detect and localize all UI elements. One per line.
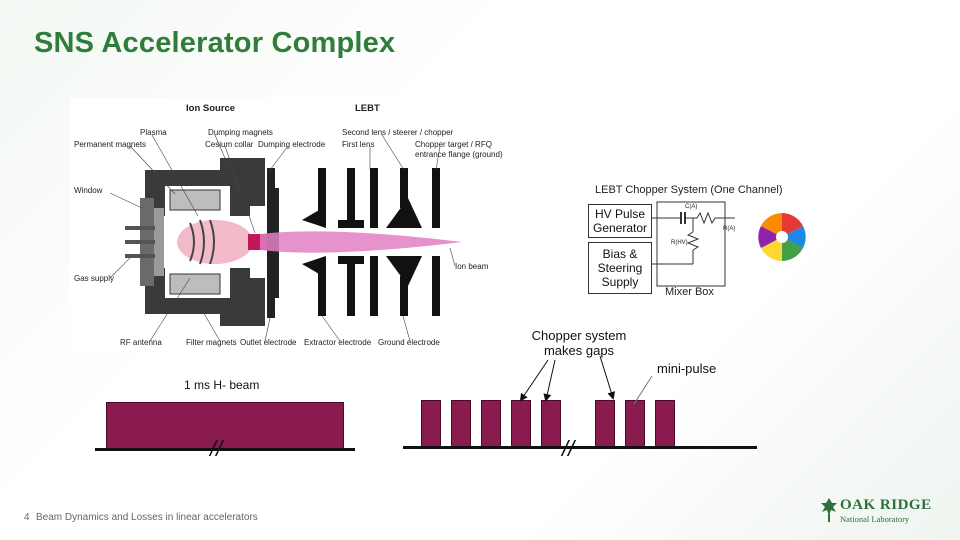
mini-pulse-annotation: mini-pulse bbox=[657, 361, 717, 376]
label-first-lens: First lens bbox=[342, 140, 375, 149]
logo-name: OAK RIDGE bbox=[840, 497, 932, 513]
label-entrance-flange: entrance flange (ground) bbox=[415, 150, 503, 159]
chopper-title: LEBT Chopper System (One Channel) bbox=[595, 184, 783, 196]
long-beam-baseline bbox=[95, 448, 355, 451]
arrow-gap-1 bbox=[519, 359, 549, 402]
logo-subtitle: National Laboratory bbox=[840, 514, 910, 524]
label-plasma: Plasma bbox=[140, 128, 167, 137]
arrow-gap-3 bbox=[599, 355, 616, 400]
footer-text: Beam Dynamics and Losses in linear accel… bbox=[36, 512, 258, 523]
label-ground-electrode: Ground electrode bbox=[378, 338, 440, 347]
label-filter-magnets: Filter magnets bbox=[186, 338, 237, 347]
chopper-gaps-annotation: Chopper system makes gaps bbox=[531, 328, 627, 358]
mixer-box-label: Mixer Box bbox=[665, 286, 714, 298]
label-dumping-electrode: Dumping electrode bbox=[258, 140, 326, 149]
ion-source-header: Ion Source bbox=[186, 103, 236, 114]
mixer-box-circuit bbox=[651, 201, 806, 287]
page-number: 4 bbox=[24, 512, 30, 523]
oak-ridge-logo: OAK RIDGE National Laboratory bbox=[820, 497, 931, 528]
mini-pulse-pointer bbox=[633, 375, 653, 405]
time-break-left: // bbox=[210, 436, 223, 461]
label-cesium-collar: Cesium collar bbox=[205, 140, 254, 149]
hv-pulse-box: HV Pulse Generator bbox=[588, 204, 652, 238]
label-chopper-target: Chopper target / RFQ bbox=[415, 140, 492, 149]
chopped-beam-baseline bbox=[403, 446, 757, 449]
capacitor-label: C(A) bbox=[685, 204, 698, 210]
ion-source-drawing bbox=[109, 134, 462, 342]
label-permanent-magnets: Permanent magnets bbox=[74, 140, 147, 149]
resistor-label: R(A) bbox=[723, 226, 736, 232]
leaf-icon bbox=[821, 498, 837, 522]
time-break-right: // bbox=[562, 436, 575, 461]
hv-resistor-label: R(HV) bbox=[671, 240, 688, 246]
lebt-header: LEBT bbox=[355, 103, 380, 114]
page-title: SNS Accelerator Complex bbox=[34, 27, 396, 59]
label-gas-supply: Gas supply bbox=[74, 274, 115, 283]
label-extractor-electrode: Extractor electrode bbox=[304, 338, 372, 347]
label-outlet-electrode: Outlet electrode bbox=[240, 338, 297, 347]
label-dumping-magnets: Dumping magnets bbox=[208, 128, 273, 137]
label-second-lens: Second lens / steerer / chopper bbox=[342, 128, 454, 137]
label-rf-antenna: RF antenna bbox=[120, 338, 162, 347]
beam-label: 1 ms H- beam bbox=[184, 378, 260, 392]
ion-source-diagram: Ion Source LEBT Plasma Permanent magnets… bbox=[70, 98, 503, 350]
chopper-schematic: LEBT Chopper System (One Channel) HV Pul… bbox=[585, 182, 815, 302]
label-window: Window bbox=[74, 186, 103, 195]
label-ion-beam: Ion beam bbox=[455, 262, 489, 271]
arrow-gap-2 bbox=[543, 359, 556, 402]
bias-supply-box: Bias & Steering Supply bbox=[588, 242, 652, 294]
